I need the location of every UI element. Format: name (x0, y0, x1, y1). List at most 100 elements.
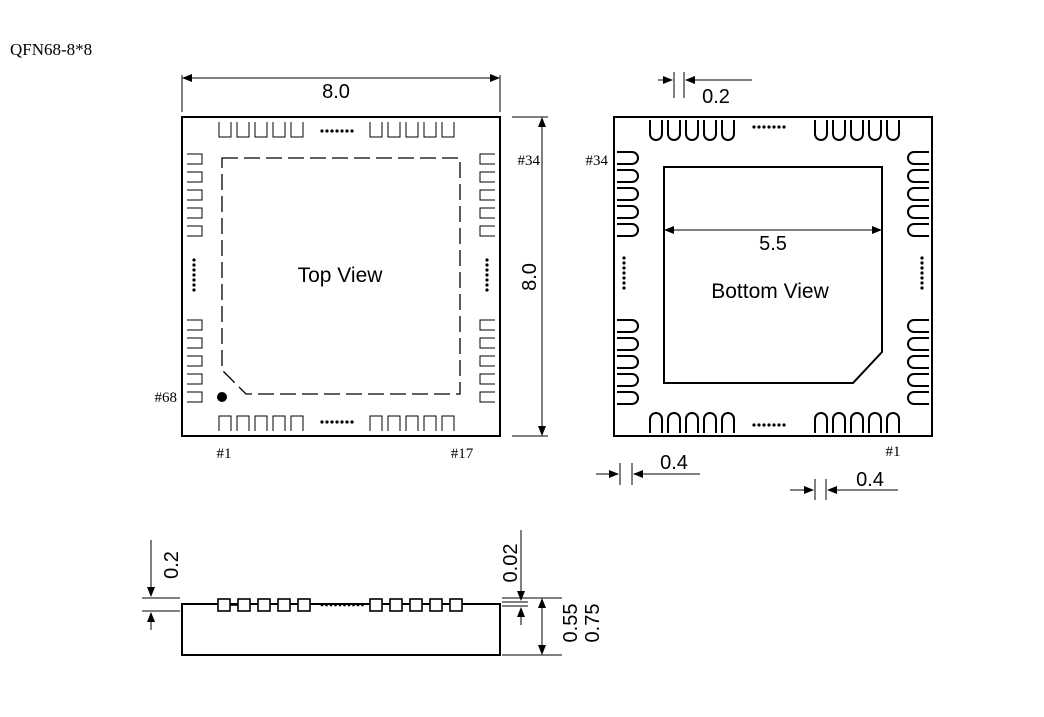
ellipsis-dot (192, 288, 196, 292)
lead (237, 598, 251, 612)
pad-outline (441, 415, 455, 431)
pad-outline (187, 225, 203, 237)
standoff-dim: 0.02 (500, 544, 522, 583)
pad-outline (187, 189, 203, 201)
lead (369, 598, 383, 612)
ellipsis-dot (920, 266, 924, 270)
pad-width-dim: 0.2 (702, 86, 730, 108)
ellipsis-dot (329, 603, 333, 607)
ellipsis-dot (920, 276, 924, 280)
ellipsis-dot (330, 129, 334, 133)
ellipsis-dot (325, 603, 328, 607)
pad (649, 412, 663, 433)
lead (449, 598, 463, 612)
pad (617, 373, 639, 387)
ellipsis-dot (192, 263, 196, 267)
pad-outline (479, 319, 495, 331)
pad (617, 187, 639, 201)
ellipsis-dot (345, 129, 349, 133)
ellipsis-dot (192, 273, 196, 277)
pad-outline (405, 122, 419, 138)
pad (617, 337, 639, 351)
ellipsis-dot (767, 125, 771, 129)
ellipsis-dot (320, 603, 324, 607)
ellipsis-dot (485, 263, 489, 267)
bottom-view-left-pads (617, 151, 639, 405)
pitch-dim-left: 0.4 (660, 452, 688, 474)
pad (886, 120, 900, 141)
pad (685, 120, 699, 141)
pad-outline (369, 415, 383, 431)
pad-outline (479, 225, 495, 237)
pad-outline (236, 122, 250, 138)
pad (907, 337, 929, 351)
pad-outline (479, 355, 495, 367)
ellipsis-dot (485, 278, 489, 282)
pad-outline (479, 171, 495, 183)
ellipsis-dot (762, 125, 766, 129)
pad-outline (441, 122, 455, 138)
ellipsis-dot (356, 603, 360, 607)
pad-outline (369, 122, 383, 138)
ellipsis-dot (325, 129, 329, 133)
ellipsis-dot (772, 423, 776, 427)
pad-outline (187, 319, 203, 331)
total-height-dim: 0.75 (582, 604, 604, 643)
pad-outline (218, 415, 232, 431)
package-title: QFN68-8*8 (10, 40, 93, 59)
pad (832, 120, 846, 141)
pad-outline (479, 337, 495, 349)
pad (617, 169, 639, 183)
ellipsis-dot (767, 423, 771, 427)
ellipsis-dot (782, 125, 786, 129)
lead (409, 598, 423, 612)
ellipsis-dot (485, 288, 489, 292)
ellipsis-dot (920, 281, 924, 285)
pad (685, 412, 699, 433)
ellipsis-dot (485, 273, 489, 277)
ellipsis-dot (192, 278, 196, 282)
ellipsis-dot (192, 258, 196, 262)
pad-outline (423, 122, 437, 138)
ellipsis-dot (340, 129, 344, 133)
top-view-die-outline (221, 157, 461, 395)
ellipsis-dot (485, 258, 489, 262)
pad-outline (236, 415, 250, 431)
top-view-left-pads (187, 153, 203, 403)
side-view-leads (182, 598, 500, 612)
ellipsis-dot (485, 268, 489, 272)
lead (257, 598, 271, 612)
ellipsis-dot (335, 129, 339, 133)
ellipsis-dot (192, 268, 196, 272)
ellipsis-dot (325, 420, 329, 424)
lead (389, 598, 403, 612)
ellipsis-dot (338, 603, 342, 607)
bottom-view-bottom-pads (649, 412, 900, 433)
pad-outline (423, 415, 437, 431)
pad (907, 319, 929, 333)
top-view-pin1-label: #1 (217, 446, 232, 462)
pad-outline (479, 207, 495, 219)
pad (721, 120, 735, 141)
pad-outline (187, 153, 203, 165)
ellipsis-dot (343, 603, 346, 607)
pad-outline (387, 122, 401, 138)
pad (868, 120, 882, 141)
pad (907, 373, 929, 387)
ellipsis-dot (920, 286, 924, 290)
pad-outline (187, 391, 203, 403)
pad (850, 412, 864, 433)
ellipsis-dot (762, 423, 766, 427)
pad-outline (387, 415, 401, 431)
ellipsis-dot (330, 420, 334, 424)
ellipsis-dot (192, 283, 196, 287)
pad (832, 412, 846, 433)
pad (667, 120, 681, 141)
pad (814, 412, 828, 433)
bottom-view-label: Bottom View (711, 280, 829, 303)
ellipsis-dot (320, 420, 324, 424)
pad (907, 391, 929, 405)
top-view (181, 74, 548, 437)
ellipsis-dot (350, 420, 354, 424)
